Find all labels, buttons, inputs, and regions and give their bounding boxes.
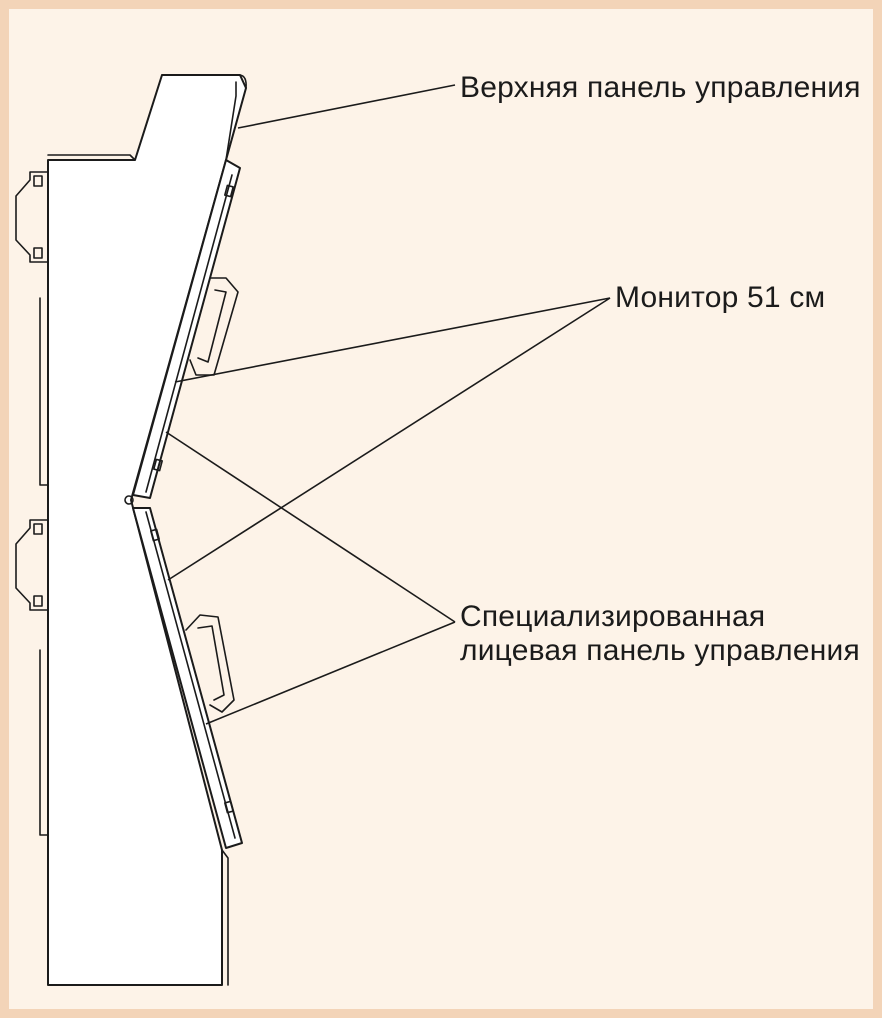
lower-bolt-bottom: [224, 800, 234, 814]
upper-bolt-top: [224, 184, 234, 198]
lower-panel-inner: [145, 511, 236, 839]
back-bracket-lower: [15, 519, 49, 611]
panel-hinge: [124, 495, 134, 505]
label-top-panel: Верхняя панель управления: [460, 71, 861, 104]
left-rail-upper: [39, 297, 49, 486]
lower-handle: [185, 614, 235, 713]
base-fold: [221, 849, 229, 986]
back-bracket-upper-bolt-1: [33, 175, 43, 187]
back-bracket-upper: [15, 171, 49, 263]
back-bracket-lower-bolt-2: [33, 595, 43, 607]
upper-bolt-bottom: [153, 458, 163, 472]
leader-monitor-lower: [167, 297, 611, 581]
leader-front-panel-lower: [205, 621, 456, 725]
left-rail-lower: [39, 649, 49, 836]
top-panel-edge: [161, 74, 247, 89]
top-panel-inner-edge: [225, 81, 237, 161]
lower-bolt-top: [150, 528, 160, 542]
upper-handle: [189, 277, 239, 376]
label-front-panel-line1: Специализированная: [460, 600, 765, 633]
top-left-ledge: [47, 154, 136, 161]
label-front-panel-line2: лицевая панель управления: [460, 634, 860, 667]
upper-monitor-inner: [145, 174, 233, 493]
leader-monitor-upper: [174, 297, 611, 383]
leader-top-panel: [237, 84, 456, 129]
upper-handle-inner: [197, 289, 227, 363]
label-monitor: Монитор 51 см: [615, 281, 825, 314]
leader-front-panel-upper: [165, 431, 456, 623]
lower-handle-inner: [197, 625, 225, 701]
back-bracket-upper-bolt-2: [33, 247, 43, 259]
back-bracket-lower-bolt-1: [33, 523, 43, 535]
